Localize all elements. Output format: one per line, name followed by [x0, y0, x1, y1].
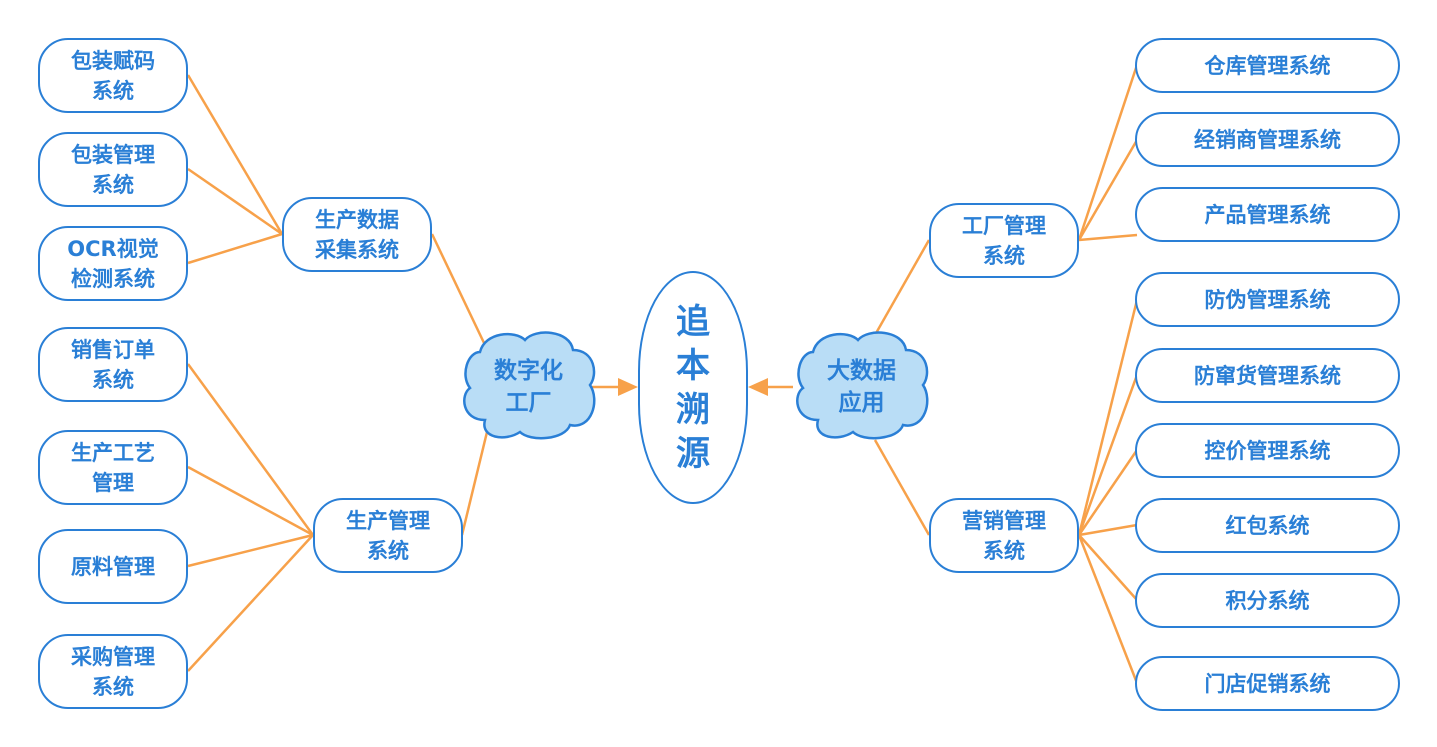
- node-label: 采购管理: [71, 644, 155, 669]
- node-label: 红包系统: [1225, 513, 1310, 538]
- node-label: 原料管理: [71, 554, 155, 579]
- node-label: 系统: [92, 172, 134, 197]
- node-label: 生产数据: [315, 207, 399, 232]
- cloud-label: 应用: [838, 390, 885, 416]
- mid-node-marketing-mgmt[interactable]: 营销管理系统: [929, 498, 1079, 573]
- mid-node-production-mgmt[interactable]: 生产管理系统: [313, 498, 463, 573]
- node-label: 系统: [983, 538, 1025, 563]
- node-label: 防窜货管理系统: [1194, 363, 1341, 388]
- right-leaf-node[interactable]: 产品管理系统: [1135, 187, 1400, 242]
- left-leaf-node[interactable]: 包装管理系统: [38, 132, 188, 207]
- right-leaf-node[interactable]: 防窜货管理系统: [1135, 348, 1400, 403]
- cloud-label: 工厂: [505, 390, 552, 416]
- node-label: 仓库管理系统: [1204, 53, 1331, 78]
- center-node[interactable]: 追本溯源: [638, 271, 748, 504]
- node-label: 生产管理: [346, 508, 430, 533]
- node-label: 门店促销系统: [1204, 671, 1331, 696]
- cloud-big-data[interactable]: 大数据 应用: [795, 355, 928, 419]
- node-label: 采集系统: [315, 237, 399, 262]
- node-label: 管理: [92, 470, 134, 495]
- left-leaf-node[interactable]: 生产工艺管理: [38, 430, 188, 505]
- right-leaf-node[interactable]: 控价管理系统: [1135, 423, 1400, 478]
- arrow-right-icon: [618, 378, 638, 396]
- node-label: 经销商管理系统: [1194, 127, 1341, 152]
- right-leaf-node[interactable]: 红包系统: [1135, 498, 1400, 553]
- node-label: 系统: [92, 78, 134, 103]
- node-label: 系统: [367, 538, 409, 563]
- node-label: 防伪管理系统: [1204, 287, 1331, 312]
- node-label: 系统: [92, 674, 134, 699]
- node-label: 系统: [983, 243, 1025, 268]
- left-cloud-shape: [463, 331, 596, 440]
- cloud-label: 数字化: [494, 358, 563, 384]
- left-leaf-node[interactable]: 采购管理系统: [38, 634, 188, 709]
- node-label: OCR视觉: [67, 236, 159, 261]
- node-label: 检测系统: [71, 266, 155, 291]
- right-leaf-node[interactable]: 仓库管理系统: [1135, 38, 1400, 93]
- node-label: 生产工艺: [71, 440, 155, 465]
- node-label: 包装管理: [71, 142, 155, 167]
- right-leaf-node[interactable]: 门店促销系统: [1135, 656, 1400, 711]
- cloud-digital-factory[interactable]: 数字化 工厂: [462, 355, 595, 419]
- right-leaf-node[interactable]: 经销商管理系统: [1135, 112, 1400, 167]
- cloud-label: 大数据: [827, 358, 896, 384]
- arrow-left-icon: [748, 378, 768, 396]
- node-label: 控价管理系统: [1204, 438, 1331, 463]
- node-label: 销售订单: [71, 337, 155, 362]
- node-label: 营销管理: [962, 508, 1046, 533]
- left-leaf-node[interactable]: 包装赋码系统: [38, 38, 188, 113]
- mid-node-factory-mgmt[interactable]: 工厂管理系统: [929, 203, 1079, 278]
- node-label: 系统: [92, 367, 134, 392]
- right-leaf-node[interactable]: 防伪管理系统: [1135, 272, 1400, 327]
- mid-node-data-collection[interactable]: 生产数据采集系统: [282, 197, 432, 272]
- left-leaf-node[interactable]: OCR视觉检测系统: [38, 226, 188, 301]
- node-label: 产品管理系统: [1204, 202, 1331, 227]
- node-label: 积分系统: [1225, 588, 1310, 613]
- node-label: 包装赋码: [71, 48, 155, 73]
- left-leaf-node[interactable]: 销售订单系统: [38, 327, 188, 402]
- right-cloud-shape: [796, 331, 929, 440]
- center-label: 追本溯源: [676, 301, 710, 474]
- node-label: 工厂管理: [962, 213, 1046, 238]
- right-leaf-node[interactable]: 积分系统: [1135, 573, 1400, 628]
- left-leaf-node[interactable]: 原料管理: [38, 529, 188, 604]
